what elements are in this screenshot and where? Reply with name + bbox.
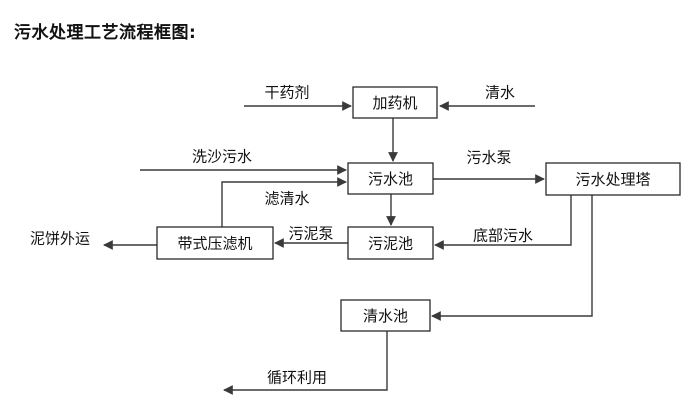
edge-label-sludge-pump: 污泥泵 [288,225,333,243]
node-dosing-machine[interactable]: 加药机 [352,86,438,119]
edge-treatment-tower-to-clean-water-pool [431,195,593,321]
edge-label-clean-water-in: 清水 [485,84,515,102]
edge-belt-filter-press-to-sewage-pool [221,177,347,227]
node-label-sludge-pool: 污泥池 [368,235,413,253]
edge-label-sewage-pump: 污水泵 [466,149,511,167]
node-label-belt-filter-press: 带式压滤机 [177,235,252,253]
edge-label-bottom-sewage: 底部污水 [473,227,533,245]
node-clean-water-pool[interactable]: 清水池 [340,299,431,332]
edge-label-filtered-water: 滤清水 [264,190,309,208]
edge-clean-water-pool-to-recycle-use [223,331,388,395]
node-label-sewage-pool: 污水池 [368,170,413,188]
node-sewage-pool[interactable]: 污水池 [347,162,434,195]
node-label-treatment-tower: 污水处理塔 [575,171,650,189]
edge-treatment-tower-to-sludge-pool [434,195,572,250]
node-sludge-pool[interactable]: 污泥池 [347,226,434,260]
node-treatment-tower[interactable]: 污水处理塔 [545,162,681,196]
edge-label-sand-wash-sewage: 洗沙污水 [192,148,252,166]
node-belt-filter-press[interactable]: 带式压滤机 [156,226,274,260]
node-label-clean-water-pool: 清水池 [363,307,408,325]
page-title: 污水处理工艺流程框图: [14,23,197,43]
edge-label-recycle-use: 循环利用 [267,369,327,387]
edge-label-mud-cake-out: 泥饼外运 [30,230,90,248]
node-label-dosing-machine: 加药机 [372,94,417,112]
edge-label-dry-chemical: 干药剂 [264,84,309,102]
